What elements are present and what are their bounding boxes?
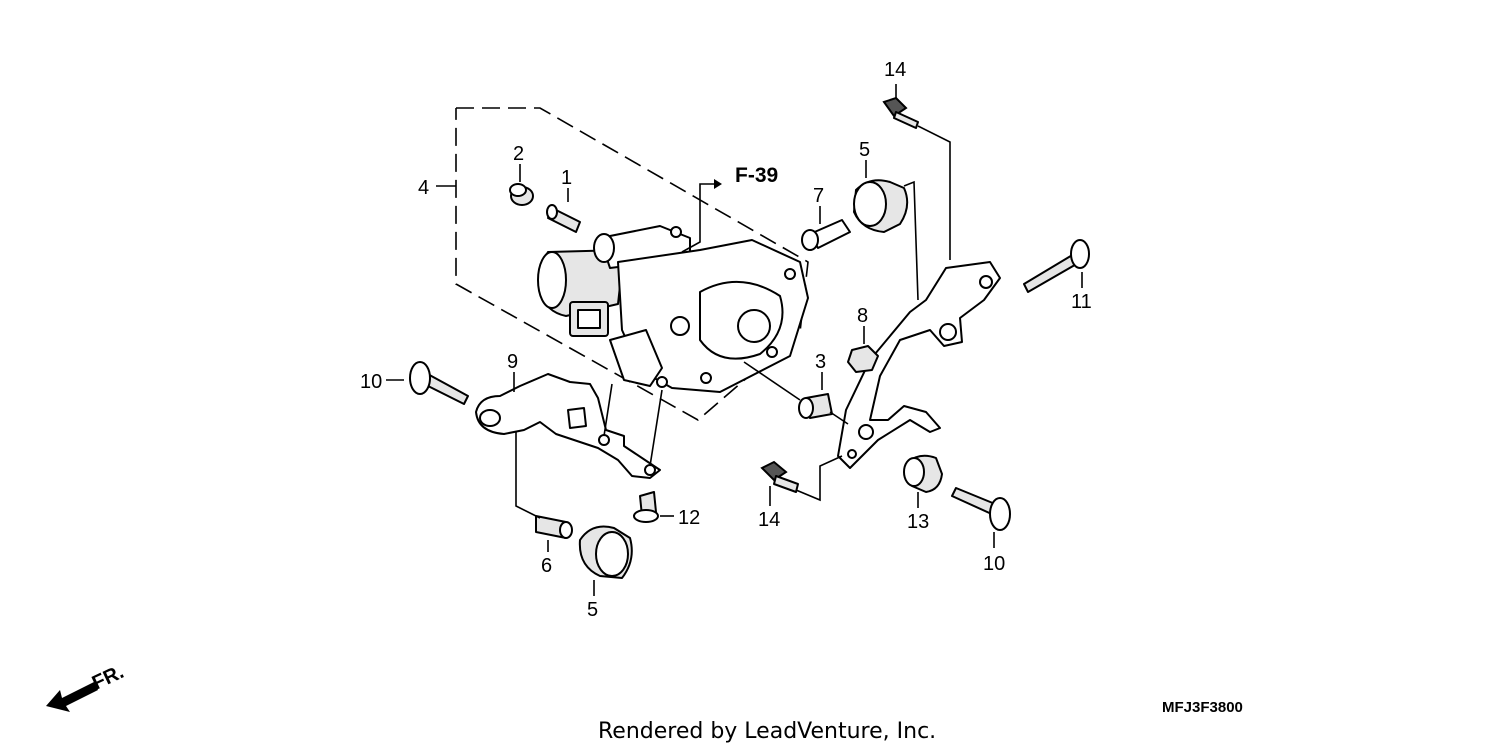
bolt-14-lower[interactable] [760, 460, 799, 493]
grommet-13[interactable] [903, 454, 943, 493]
callout-3: 3 [815, 351, 826, 373]
collar-3[interactable] [798, 393, 833, 419]
callout-10-left: 10 [360, 371, 382, 393]
actuator-assembly[interactable] [537, 225, 809, 393]
bleeder-cap[interactable] [509, 183, 534, 206]
callout-14-lower: 14 [758, 509, 780, 531]
diagram-code: MFJ3F3800 [1162, 699, 1243, 716]
credit-text: Rendered by LeadVenture, Inc. [598, 719, 936, 744]
bracket-right[interactable] [837, 261, 1001, 469]
callout-6: 6 [541, 555, 552, 577]
callout-14-upper: 14 [884, 59, 906, 81]
callout-7: 7 [813, 185, 824, 207]
bracket-left[interactable] [475, 373, 661, 479]
nut-8[interactable] [847, 345, 879, 373]
screw-12[interactable] [633, 491, 659, 523]
reference-label: F-39 [735, 164, 778, 187]
callout-5-lower: 5 [587, 599, 598, 621]
callout-5-upper: 5 [859, 139, 870, 161]
grommet-lower[interactable] [578, 525, 633, 579]
callout-1: 1 [561, 167, 572, 189]
bolt-10-right[interactable] [951, 487, 1011, 531]
assembly-boundary [455, 107, 809, 421]
front-arrow-icon [46, 682, 98, 712]
callout-8: 8 [857, 305, 868, 327]
callout-2: 2 [513, 143, 524, 165]
leader-lines [386, 84, 1083, 596]
callout-12: 12 [678, 507, 700, 529]
bolt-11[interactable] [1023, 239, 1090, 293]
bleeder-screw[interactable] [546, 204, 581, 233]
grommet-upper[interactable] [853, 179, 909, 233]
callout-10-right: 10 [983, 553, 1005, 575]
callout-4: 4 [418, 177, 429, 199]
callout-9: 9 [507, 351, 518, 373]
callout-11: 11 [1071, 291, 1092, 313]
collar-7[interactable] [801, 219, 851, 251]
collar-6[interactable] [535, 515, 573, 539]
callout-13: 13 [907, 511, 929, 533]
bolt-14-upper[interactable] [882, 96, 919, 129]
bolt-10-left[interactable] [409, 361, 469, 405]
